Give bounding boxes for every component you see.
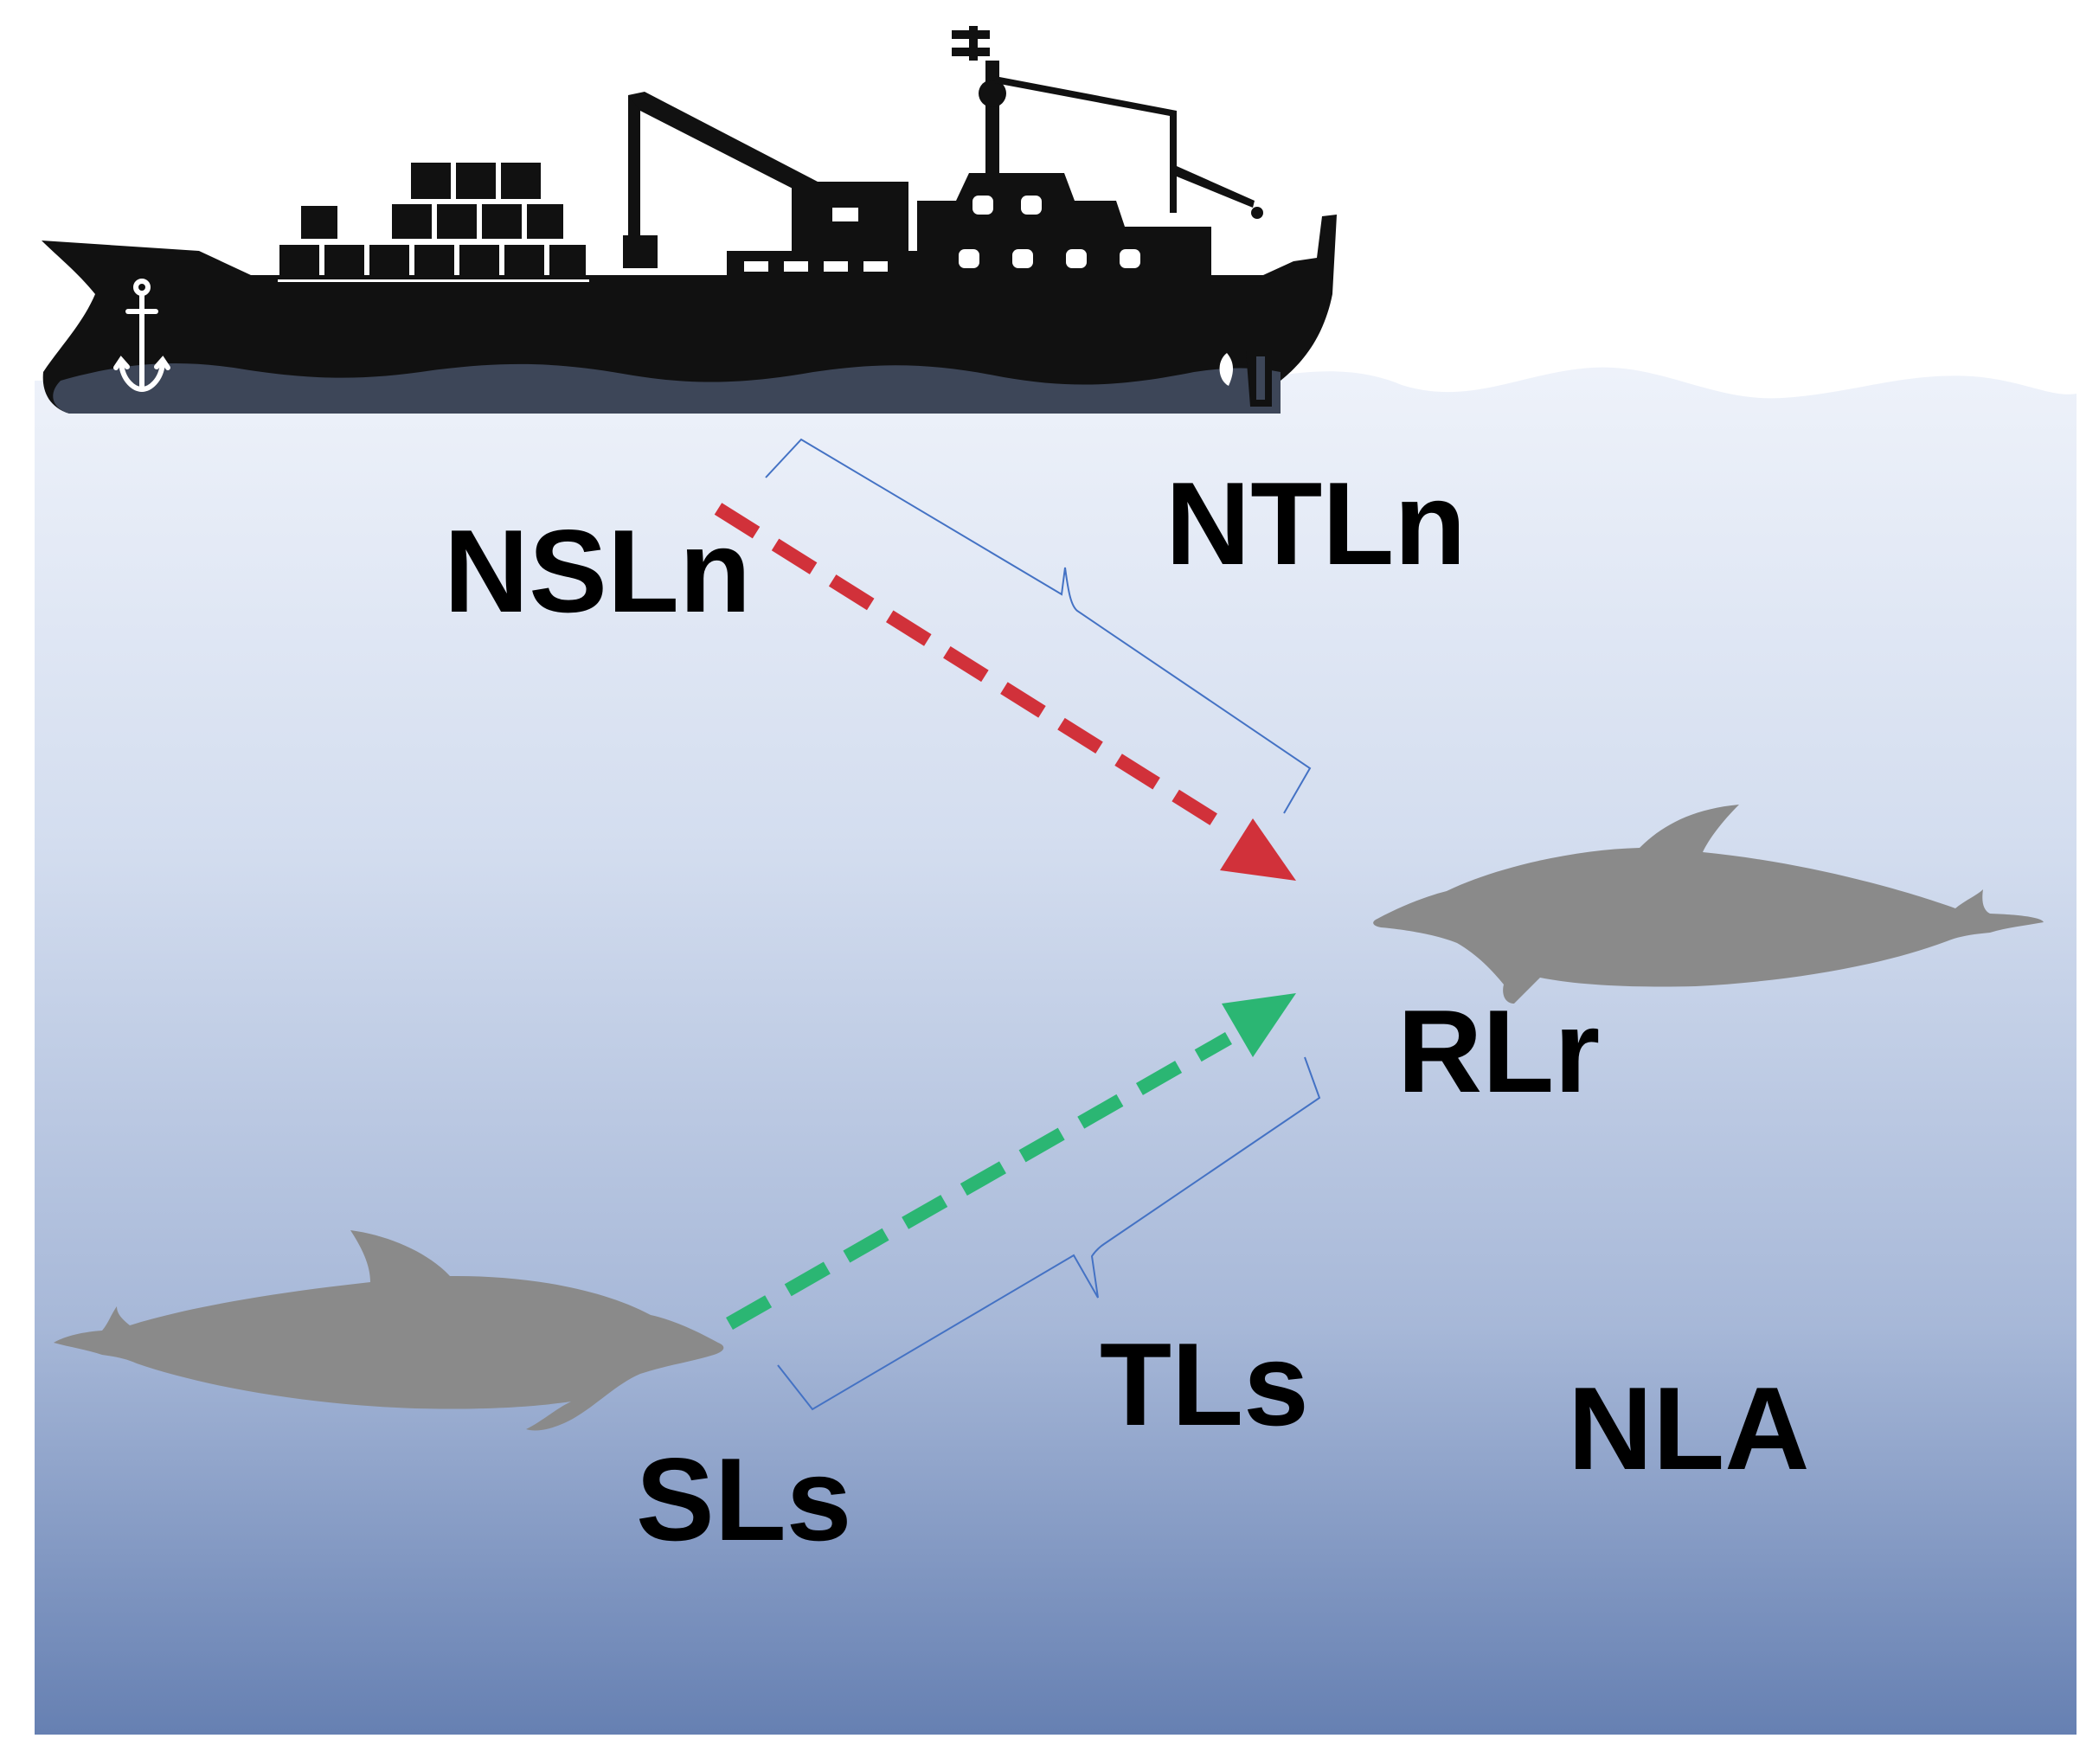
ship-waterline [53,363,1281,414]
signal-propagation-arrow [726,1032,1232,1330]
ship-windows [278,196,1140,282]
cargo-ship-icon [42,26,1337,414]
dolphin-icon [54,1230,724,1431]
dolphin-icon [1373,805,2044,1004]
label-rlr: RLr [1397,985,1600,1117]
label-sls: SLs [636,1434,851,1565]
tls-bracket [777,1056,1321,1411]
label-ntln: NTLn [1165,458,1466,589]
ntln-bracket [765,438,1312,814]
noise-propagation-arrow [714,503,1233,835]
label-tls: TLs [1100,1318,1309,1450]
anchor-icon [113,279,170,393]
ocean-water [35,367,2077,1735]
noise-arrow-head [1220,818,1296,881]
propeller-icon [1219,351,1272,407]
label-nla: NLA [1568,1363,1810,1494]
signal-arrow-head [1222,993,1296,1057]
label-nsln: NSLn [444,505,751,637]
